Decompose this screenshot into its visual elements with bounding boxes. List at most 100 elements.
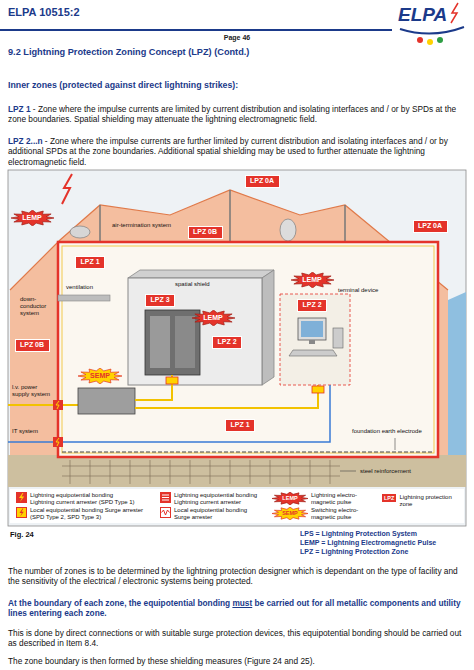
ground [8, 455, 466, 487]
air-termination-rod [344, 205, 346, 242]
power-cable [135, 385, 318, 408]
transformer [78, 388, 135, 414]
figure-label: spatial shield [175, 281, 210, 288]
zone-label: LPZ 0B [189, 227, 222, 238]
paragraph: The zone boundary is then formed by thes… [8, 656, 466, 666]
antenna-dish [280, 219, 296, 241]
section-title: 9.2 Lightning Protection Zoning Concept … [8, 47, 249, 57]
legend-icon-label: LPZ [382, 494, 396, 502]
zone-label-text: LPZ 0B [20, 341, 44, 349]
legend-symbol [160, 507, 171, 518]
lemp-burst: LEMP [291, 272, 334, 288]
legend-icon [16, 507, 27, 518]
part-name: air-termination system [112, 222, 171, 228]
symbol-box [161, 508, 171, 518]
symbol-bolt [20, 509, 24, 517]
legend-entry: SEMPSwitching electro-magnetic pulse [272, 507, 375, 521]
zone-label-text: LPZ 1 [230, 421, 249, 429]
zone-label: LPZ 1 [76, 257, 104, 268]
emphasis-text: At the boundary of each zone, the equipo… [8, 598, 230, 608]
leader-line [340, 471, 356, 472]
keyboard [289, 350, 337, 356]
symbol-bolt [19, 493, 24, 502]
bonding-bolt [56, 438, 59, 446]
part-name: foundation earth electrode [352, 428, 422, 434]
part-name: down-conductor system [20, 296, 46, 316]
roof-dish [70, 226, 90, 238]
paragraph: At the boundary of each zone, the equipo… [8, 598, 466, 619]
abbreviation-text: LPZ = Lightning Protection Zone [300, 548, 408, 555]
zone-label: LPZ 2 [213, 337, 241, 348]
zone-label: LPZ 0A [414, 221, 447, 232]
logo-dot [437, 37, 443, 43]
zone-label-text: LEMP [22, 214, 41, 222]
body-text: The zone boundary is then formed by thes… [8, 656, 315, 666]
legend-text: Local equipotential bonding Surge arrest… [174, 507, 262, 521]
legend-entry: Local equipotential bonding Surge arrest… [16, 507, 144, 521]
monitor [298, 318, 326, 340]
computer-tower [333, 328, 343, 348]
legend-symbol [160, 492, 171, 503]
paragraph: The number of zones is to be determined … [8, 566, 466, 587]
document-number: ELPA 10515:2 [8, 6, 80, 18]
abbreviation-text: LPS = Lightning Protection System [300, 530, 417, 537]
abbreviation-text: LEMP = Lightning Electromagnetic Pulse [300, 539, 436, 546]
surge-arrester-symbol [312, 386, 324, 393]
emphasis-text: must [232, 598, 252, 608]
legend-icon [160, 507, 171, 518]
header-rule [0, 29, 392, 31]
legend-icon [16, 492, 27, 503]
zone-label-text: LEMP [302, 276, 321, 284]
symbol-zigzag [162, 510, 170, 515]
legend-entry: Lightning equipotential bonding Lightnin… [160, 492, 262, 506]
part-name: ventilation [66, 284, 93, 290]
legend-text: Lightning protection zone [399, 494, 453, 508]
steel-reinforcement [62, 460, 340, 484]
symbol-box [16, 492, 27, 503]
bonding-symbol [53, 400, 63, 410]
subheading: Inner zones (protected against direct li… [8, 80, 238, 90]
terminal-zone [280, 294, 350, 385]
zone-label-text: LPZ 2 [302, 301, 321, 309]
logo-text: ELPA [398, 4, 447, 25]
lightning-bolt [62, 174, 72, 204]
legend-text: Local equipotential bonding Surge arrest… [30, 507, 144, 521]
cabinet-unit [175, 316, 195, 368]
part-name: l.v. power supply system [12, 384, 50, 397]
abbreviation: LEMP = Lightning Electromagnetic Pulse [300, 539, 436, 546]
legend-symbol [16, 507, 27, 518]
page-header: ELPA 10515:2 [8, 6, 80, 18]
zone-label-text: LPZ 3 [150, 296, 169, 304]
legend-icon: LPZ [382, 494, 396, 502]
figure-label: terminal device [338, 287, 378, 294]
body-text: This is done by direct connections or wi… [8, 628, 461, 648]
part-name: IT system [12, 428, 38, 434]
legend-icon: LEMP [272, 492, 308, 505]
legend-text: Switching electro-magnetic pulse [311, 507, 375, 521]
figure-label: down-conductor system [20, 296, 54, 317]
zone-label-text: SEMP [90, 372, 110, 380]
power-cable [8, 404, 78, 406]
zone-label: LPZ 0A [246, 176, 279, 187]
paragraph: LPZ 1- Zone where the impulse currents a… [8, 104, 466, 125]
logo-swoosh [400, 27, 464, 34]
logo-bolt [451, 3, 458, 23]
zone-label-text: LEMP [203, 314, 222, 322]
legend-text: Lightning electro-magnetic pulse [311, 492, 375, 506]
legend-entry: LEMPLightning electro-magnetic pulse [272, 492, 375, 506]
figure-label: foundation earth electrode [352, 428, 422, 435]
figure-label: steel reinforcement [360, 468, 411, 475]
starburst-shape [11, 210, 54, 226]
figure-label: ventilation [66, 284, 93, 291]
symbol-box [17, 508, 27, 518]
monitor-stand [309, 340, 315, 344]
lemp-burst: LEMP [11, 210, 54, 226]
it-cable [8, 385, 330, 442]
figure-label: IT system [12, 428, 38, 435]
paragraph: This is done by direct connections or wi… [8, 628, 466, 649]
abbreviation: LPZ = Lightning Protection Zone [300, 548, 408, 555]
bonding-bolt [56, 401, 59, 409]
figure-frame [8, 170, 466, 526]
monitor-screen [301, 321, 323, 337]
